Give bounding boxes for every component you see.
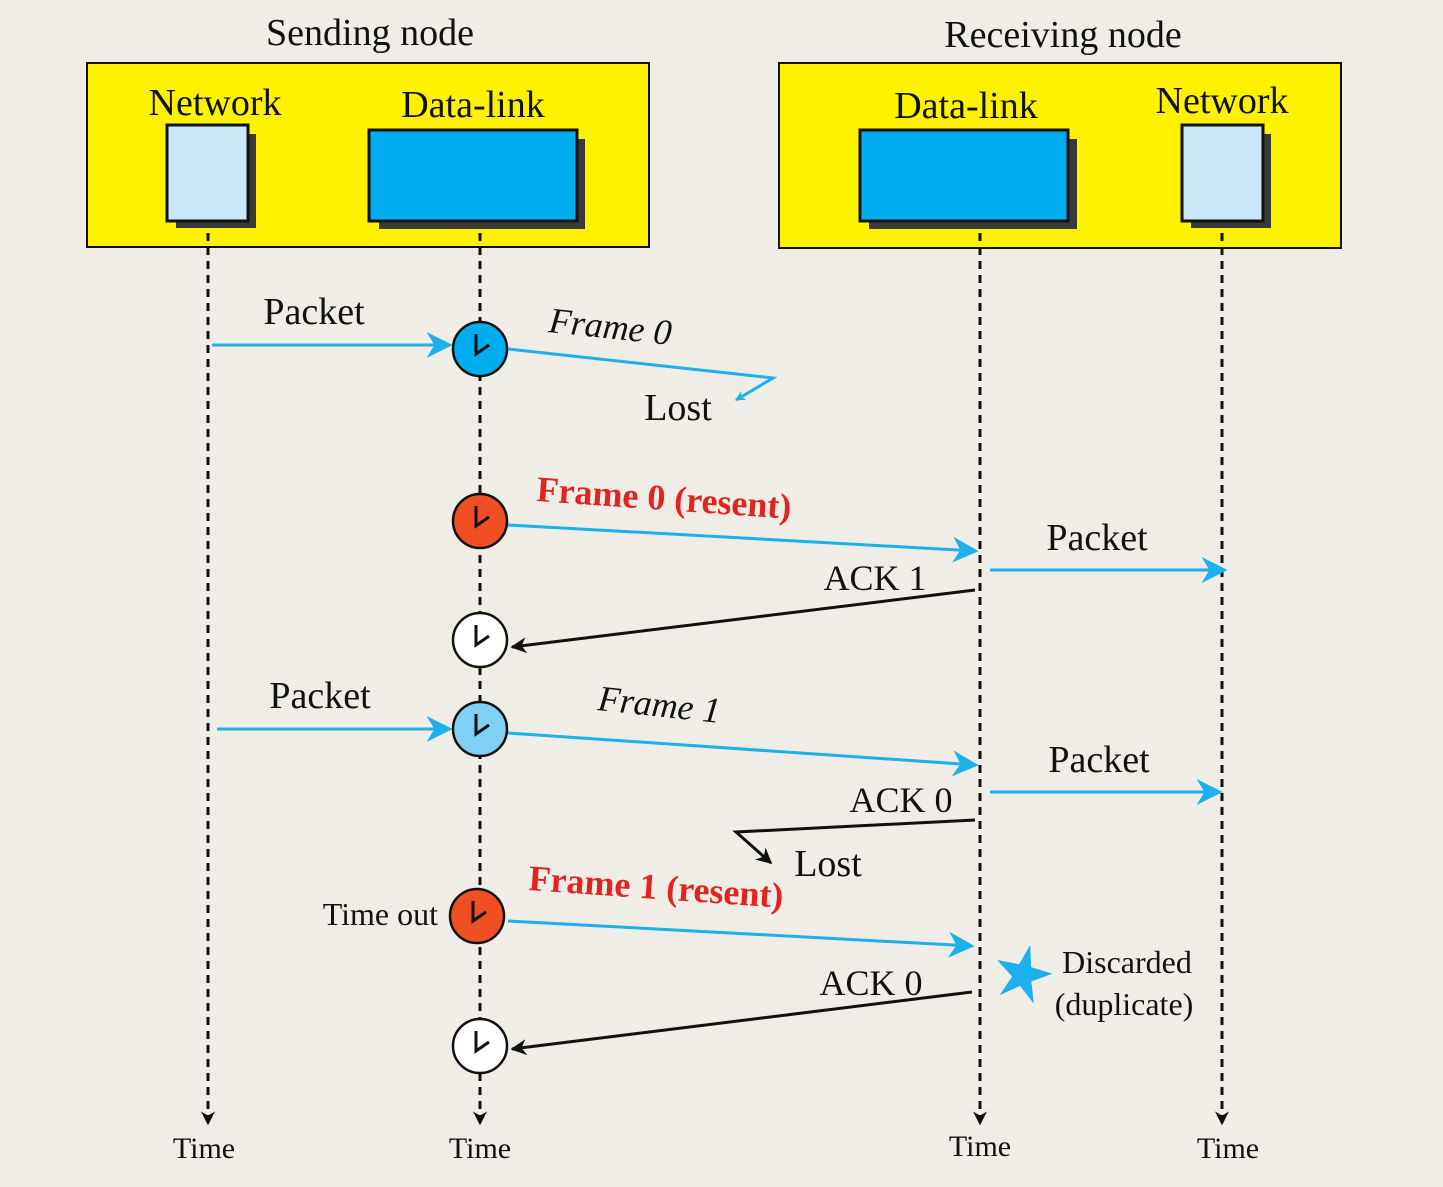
packet-label: Packet <box>269 675 371 717</box>
timer-clock-icon <box>451 611 509 669</box>
sending-network-layer <box>165 123 250 223</box>
frame-0-resent-label: Frame 0 (resent) <box>535 469 792 527</box>
time-label: Time <box>1197 1132 1259 1165</box>
frame-0-lost-arrow <box>507 347 778 402</box>
discarded-label: Discarded <box>1062 944 1192 980</box>
frame-1-resent-arrow <box>507 919 975 958</box>
time-out-label: Time out <box>323 896 438 932</box>
receiving-network-label: Network <box>1156 80 1289 122</box>
sending-datalink-label: Data-link <box>401 84 545 126</box>
packet-deliver-label: Packet <box>1048 739 1150 781</box>
sending-datalink-layer <box>367 128 579 223</box>
ack-1-label: ACK 1 <box>823 558 926 598</box>
lost-label: Lost <box>794 843 862 885</box>
sending-network-label: Network <box>149 82 282 124</box>
receiving-node-title: Receiving node <box>944 14 1181 56</box>
timer-clock-icon <box>451 320 509 378</box>
frame-1-label: Frame 1 <box>595 678 722 731</box>
packet-label: Packet <box>263 291 365 333</box>
ack-0-lost-arrow <box>732 818 976 865</box>
discard-star-icon <box>997 944 1053 1004</box>
timer-clock-icon <box>451 700 509 758</box>
timer-clock-icon <box>451 492 509 550</box>
duplicate-label: (duplicate) <box>1055 986 1194 1022</box>
frame-0-resent-arrow <box>507 523 979 563</box>
frame-0-label: Frame 0 <box>546 300 673 353</box>
timer-clock-icon <box>451 1017 509 1075</box>
packet-deliver-label: Packet <box>1046 517 1148 559</box>
receiving-network-layer <box>1180 123 1265 223</box>
ack-0-label: ACK 0 <box>819 963 922 1003</box>
timer-clock-icon <box>448 887 506 945</box>
ack-0-arrow <box>510 990 973 1056</box>
ack-1-arrow <box>510 588 976 654</box>
frame-1-resent-label: Frame 1 (resent) <box>527 858 784 916</box>
time-label: Time <box>173 1132 235 1165</box>
receiving-datalink-label: Data-link <box>894 85 1038 127</box>
ack-0-label: ACK 0 <box>849 780 952 820</box>
time-label: Time <box>949 1130 1011 1163</box>
receiving-datalink-layer <box>858 128 1070 223</box>
time-label: Time <box>449 1132 511 1165</box>
sending-node-title: Sending node <box>266 12 474 54</box>
lost-label: Lost <box>644 387 712 429</box>
frame-1-arrow <box>507 731 979 777</box>
